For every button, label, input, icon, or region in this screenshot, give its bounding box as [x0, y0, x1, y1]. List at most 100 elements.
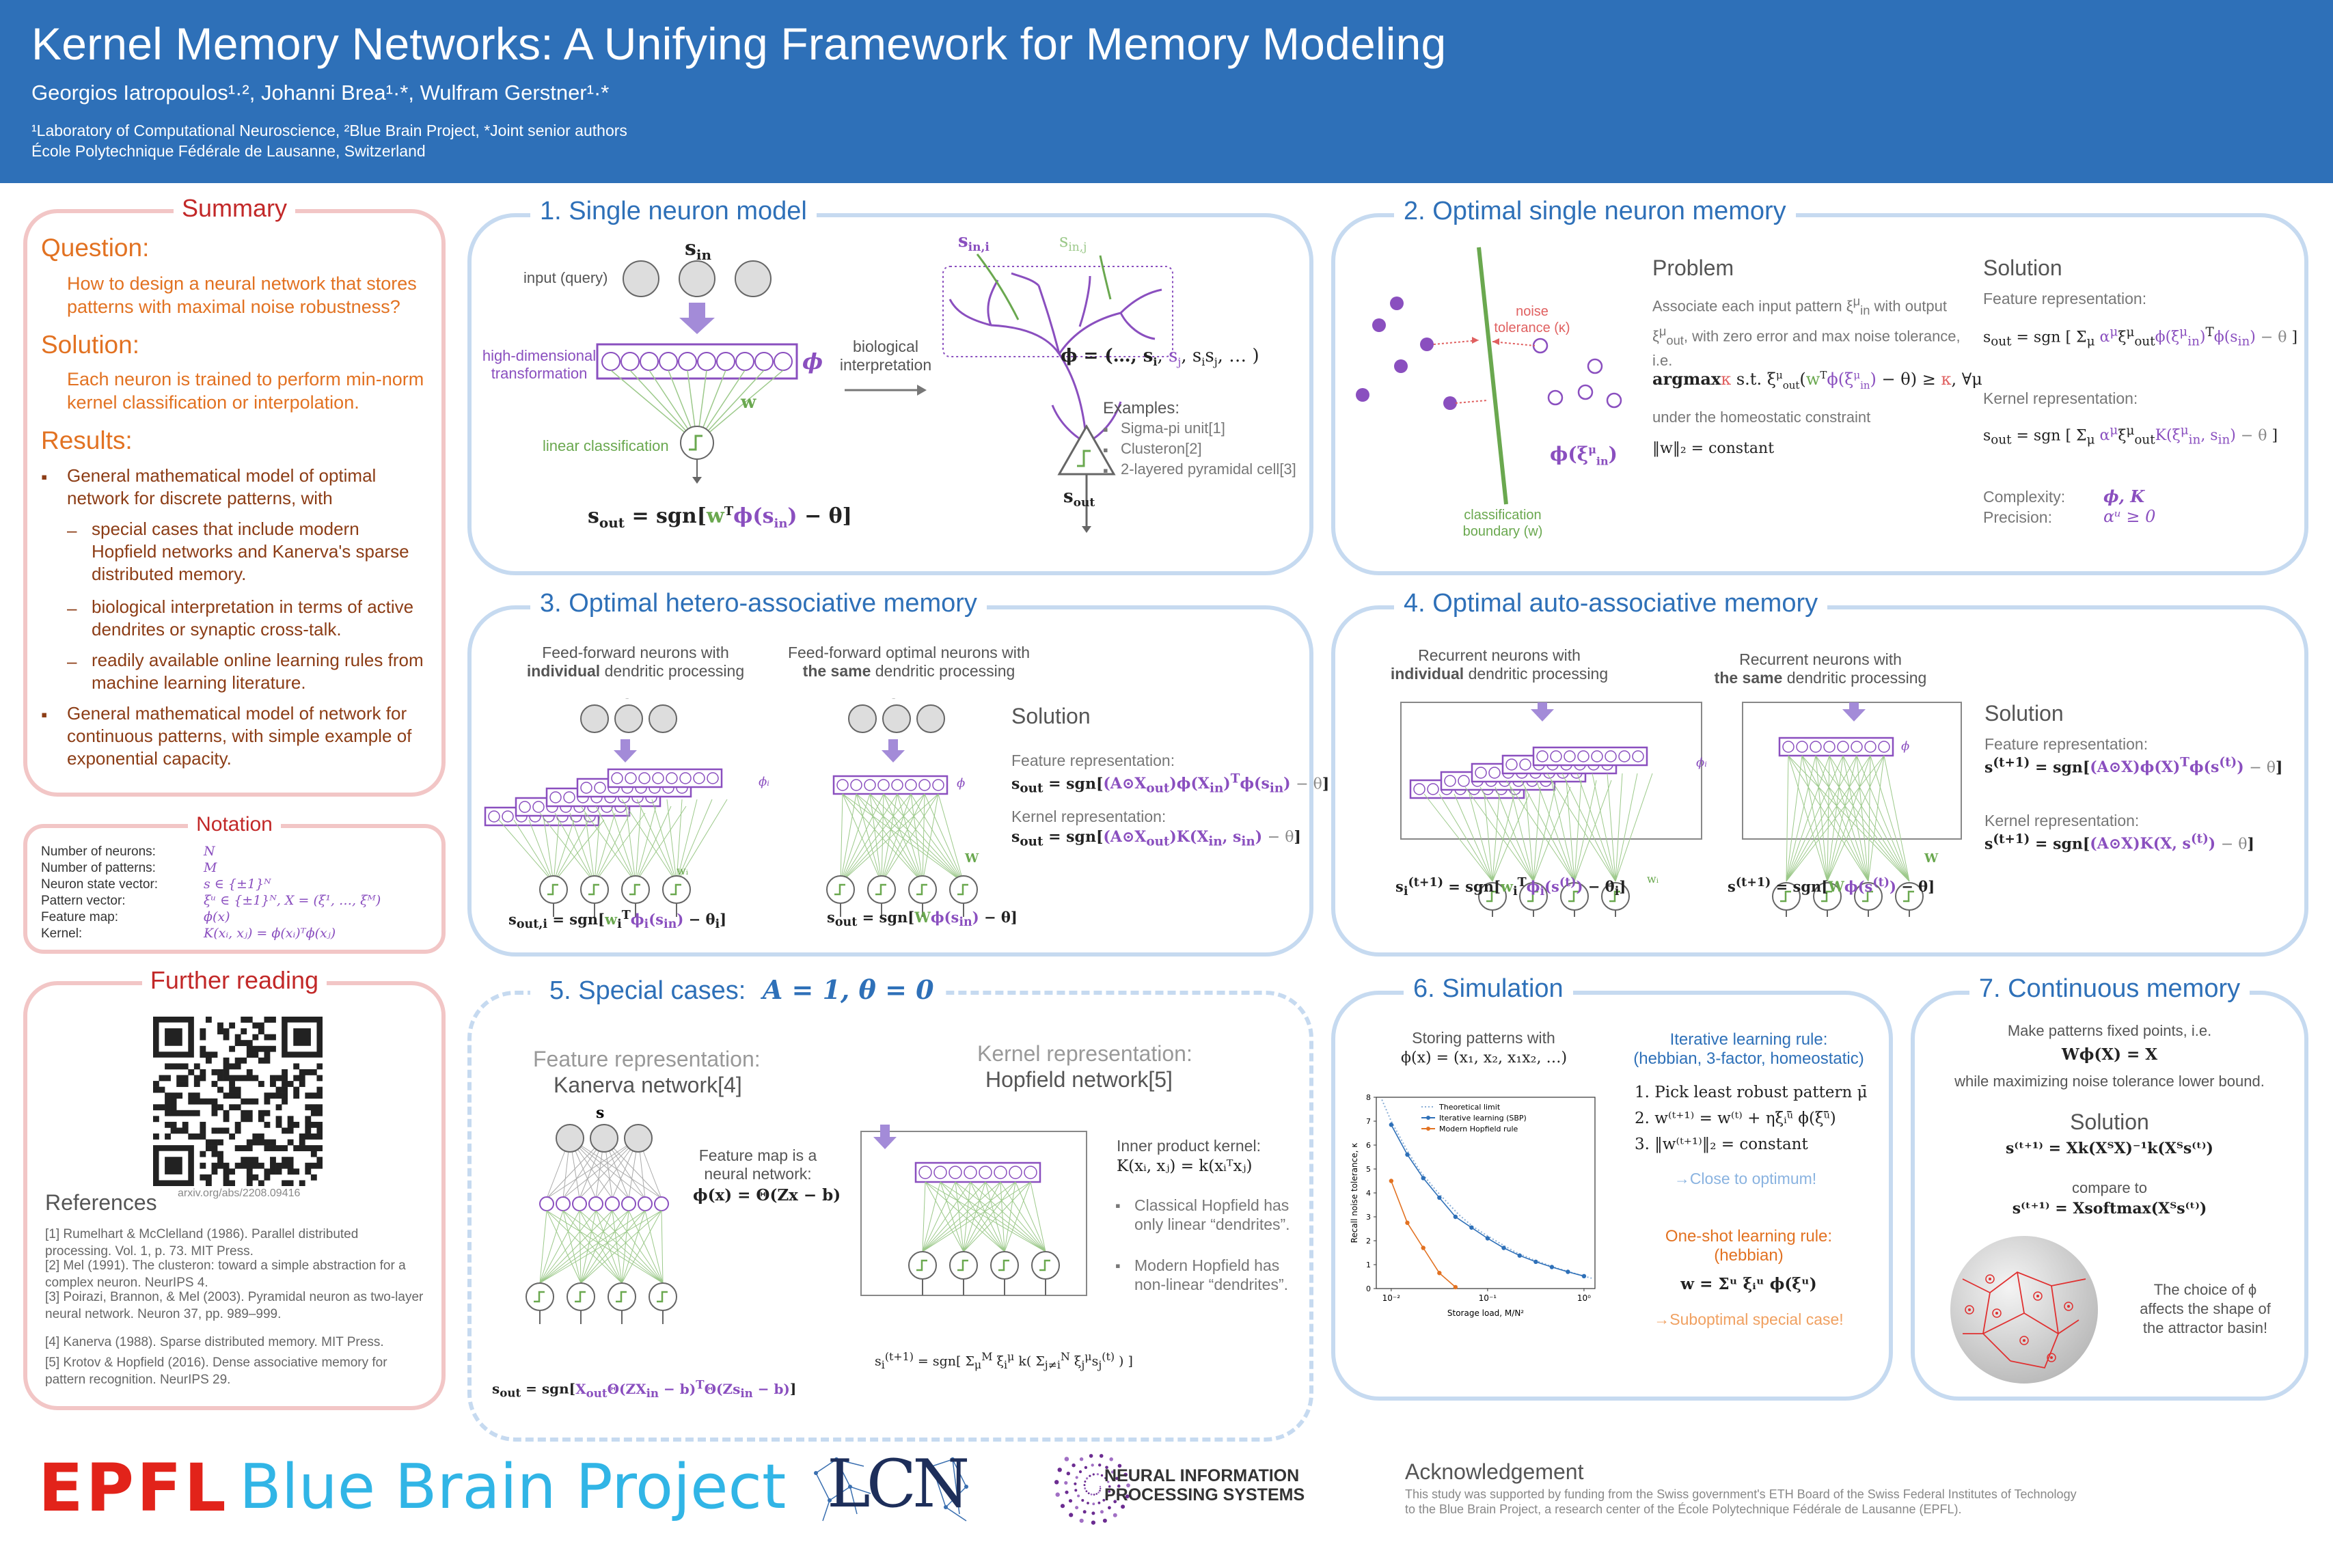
qr-module — [293, 1145, 300, 1151]
qr-module — [246, 1180, 253, 1186]
weight-line — [635, 806, 642, 883]
qr-module — [293, 1168, 300, 1175]
weight-line — [676, 799, 698, 883]
further-reading-box: Further reading arxiv.org/abs/2208.09416… — [23, 966, 446, 1410]
lcn-logo-text[interactable]: LCN — [827, 1446, 970, 1522]
p5-right-heading-1: Kernel representation: — [977, 1041, 1192, 1066]
weight-line — [955, 1181, 1005, 1252]
swirl-dot — [1106, 1495, 1109, 1498]
attractor-dot — [1968, 1308, 1971, 1311]
weight-line — [963, 1181, 971, 1252]
qr-module — [305, 1162, 312, 1169]
data-point — [1421, 1176, 1425, 1181]
qr-code-icon[interactable] — [153, 1017, 323, 1186]
qr-module — [165, 1121, 171, 1128]
qr-module — [310, 1151, 317, 1157]
qr-module — [270, 1092, 276, 1099]
weight-line — [1607, 773, 1616, 882]
weight-line — [922, 1181, 1016, 1252]
swirl-dot — [1092, 1502, 1095, 1506]
weight-line — [635, 806, 687, 883]
weight-line — [1856, 755, 1910, 882]
swirl-dot — [1105, 1466, 1108, 1470]
qr-module — [229, 1081, 236, 1087]
feature-unit — [625, 772, 637, 784]
feature-unit — [1413, 783, 1425, 795]
swirl-dot — [1102, 1518, 1107, 1523]
qr-module — [234, 1086, 241, 1093]
qr-module — [310, 1145, 317, 1151]
lcn-logo-icon[interactable] — [809, 1446, 973, 1535]
modern-hopfield-note: Modern Hopfield has non-linear “dendrite… — [1134, 1256, 1289, 1293]
qr-module — [170, 1092, 177, 1099]
step-function-icon — [1821, 890, 1832, 903]
qr-module — [264, 1034, 271, 1041]
weight-line — [594, 812, 616, 883]
weight-line — [635, 806, 657, 883]
qr-module — [211, 1168, 218, 1175]
qr-module — [293, 1075, 300, 1082]
weight-line — [621, 799, 677, 883]
weight-line — [1000, 1181, 1046, 1252]
data-point — [1517, 1253, 1522, 1258]
feature-unit — [1427, 783, 1439, 795]
qr-module — [205, 1139, 212, 1146]
bullet-icon: ▪ — [1103, 421, 1108, 438]
hidden-unit — [638, 1196, 653, 1211]
qr-module — [217, 1104, 223, 1111]
legend-label: Theoretical limit — [1438, 1103, 1501, 1112]
panel-2-title: 2. Optimal single neuron memory — [1394, 197, 2304, 226]
storing-patterns-eq: ϕ(x) = (x₁, x₂, x₁x₂, …) — [1401, 1049, 1568, 1067]
qr-module — [246, 1157, 253, 1164]
feature-unit — [1475, 767, 1487, 779]
qr-module — [223, 1075, 230, 1082]
neurips-logo-icon[interactable] — [1052, 1435, 1141, 1537]
basin-boundary — [2051, 1285, 2059, 1334]
qr-module — [200, 1045, 206, 1052]
qr-module — [170, 1121, 177, 1128]
weight-line — [1801, 755, 1828, 882]
swirl-dot — [1090, 1493, 1093, 1496]
step-function-icon — [1862, 890, 1873, 903]
qr-module — [205, 1098, 212, 1105]
feature-unit — [1851, 741, 1863, 753]
weight-line — [938, 793, 964, 883]
qr-caption[interactable]: arxiv.org/abs/2208.09416 — [178, 1187, 301, 1199]
epfl-logo[interactable]: EPFL — [38, 1450, 229, 1526]
weight-line — [922, 1181, 941, 1252]
blue-brain-logo[interactable]: Blue Brain Project — [239, 1451, 787, 1523]
phi-text: ϕ — [957, 776, 965, 790]
qr-module — [316, 1086, 323, 1093]
kanerva-network-diagram: s — [526, 1104, 677, 1324]
qr-module — [153, 1133, 159, 1140]
qr-module — [223, 1116, 230, 1123]
phi-i-text: ϕᵢ — [759, 775, 769, 789]
qr-module — [270, 1045, 276, 1052]
qr-module — [270, 1157, 276, 1164]
summary-title: Summary — [27, 194, 441, 223]
qr-module — [305, 1092, 312, 1099]
panel-single-neuron-model: 1. Single neuron model — [467, 197, 1313, 575]
swirl-dot — [1110, 1470, 1115, 1474]
swirl-dot — [1113, 1500, 1117, 1504]
weight-line — [676, 799, 683, 883]
weight-line — [1015, 1181, 1046, 1252]
swirl-dot — [1055, 1492, 1060, 1497]
weight-line — [644, 1210, 664, 1284]
feature-unit — [994, 1166, 1007, 1179]
qr-module — [223, 1028, 230, 1034]
qr-module — [246, 1116, 253, 1123]
qr-module — [200, 1127, 206, 1134]
qr-module — [310, 1104, 317, 1111]
step-function-icon — [1609, 890, 1620, 903]
qr-module — [264, 1174, 271, 1181]
feature-unit — [580, 782, 592, 794]
qr-module — [193, 1098, 200, 1105]
qr-module — [316, 1157, 323, 1164]
qr-module — [217, 1086, 223, 1093]
qr-module — [252, 1034, 259, 1041]
feature-unit — [891, 779, 903, 791]
qr-module — [153, 1104, 159, 1111]
